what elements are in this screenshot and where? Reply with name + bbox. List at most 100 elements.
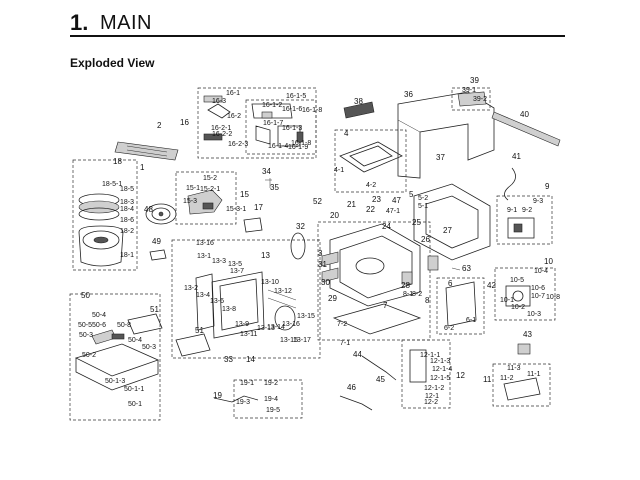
callout-label: 18-5 bbox=[120, 186, 134, 193]
callout-label: 8 bbox=[425, 296, 430, 305]
callout-label: 13-9 bbox=[235, 321, 249, 328]
callout-label: 11-3 bbox=[507, 365, 521, 372]
part-7-base bbox=[332, 303, 422, 335]
callout-label: 50-5 bbox=[78, 322, 92, 329]
callout-label: 13 bbox=[261, 251, 270, 260]
callout-label: 47 bbox=[392, 196, 401, 205]
box-9 bbox=[496, 195, 553, 245]
callout-label: 7-2 bbox=[337, 321, 347, 328]
callout-label: 9-3 bbox=[533, 198, 543, 205]
callout-label: 13-11 bbox=[240, 331, 257, 338]
box-16 bbox=[197, 87, 317, 159]
part-16-3 bbox=[203, 95, 223, 103]
callout-label: 3 bbox=[318, 249, 323, 258]
callout-label: 12-1-3 bbox=[430, 358, 450, 365]
callout-label: 51 bbox=[150, 305, 159, 314]
part-45-wire bbox=[361, 355, 397, 381]
callout-label: 16-1-9 bbox=[288, 144, 308, 151]
callout-label: 18-6 bbox=[120, 217, 134, 224]
callout-label: 16-2-3 bbox=[228, 141, 248, 148]
callout-label: 5-2 bbox=[418, 195, 428, 202]
callout-label: 13-13 bbox=[257, 325, 275, 332]
callout-label: 7-1 bbox=[340, 340, 350, 347]
callout-label: 16-1 bbox=[226, 90, 240, 97]
callout-label: 18-2 bbox=[120, 228, 134, 235]
callout-label: 10-7 bbox=[531, 293, 545, 300]
box-13 bbox=[171, 239, 321, 359]
callout-label: 15-3-1 bbox=[226, 206, 246, 213]
part-6 bbox=[445, 281, 477, 327]
callout-label: 16-1-8 bbox=[291, 140, 311, 147]
callout-label: 35 bbox=[270, 183, 279, 192]
callout-label: 16-1-8 bbox=[302, 107, 322, 114]
callout-label: 50-4 bbox=[92, 312, 106, 319]
part-28 bbox=[401, 271, 413, 285]
part-15 bbox=[187, 189, 223, 215]
part-51b bbox=[175, 333, 211, 357]
callout-label: 11 bbox=[483, 375, 492, 384]
callout-label: 39-1 bbox=[462, 87, 476, 94]
callout-label: 10-5 bbox=[510, 277, 524, 284]
part-5-frame bbox=[413, 183, 491, 261]
part-26 bbox=[427, 255, 439, 271]
callout-label: 21 bbox=[347, 200, 356, 209]
callout-label: 9-2 bbox=[522, 207, 532, 214]
callout-label: 50-3 bbox=[142, 344, 156, 351]
part-19-wire bbox=[213, 395, 259, 403]
part-40-bar bbox=[491, 111, 561, 147]
box-16-1 bbox=[245, 99, 317, 155]
callout-label: 28 bbox=[401, 281, 410, 290]
callout-label: 63 bbox=[462, 264, 471, 273]
callout-label: 43 bbox=[523, 330, 532, 339]
callout-label: 16-3 bbox=[212, 98, 226, 105]
callout-label: 34 bbox=[262, 167, 271, 176]
callout-label: 18-3 bbox=[120, 199, 134, 206]
callout-label: 6 bbox=[448, 279, 453, 288]
callout-label: 12-2 bbox=[424, 399, 438, 406]
callout-label: 50-4 bbox=[128, 337, 142, 344]
callout-label: 18-4 bbox=[120, 206, 134, 213]
callout-label: 40 bbox=[520, 110, 529, 119]
callout-label: 13-5 bbox=[228, 261, 242, 268]
callout-label: 19 bbox=[213, 391, 222, 400]
callout-label: 22 bbox=[366, 205, 375, 214]
callout-label: 16-2 bbox=[227, 113, 241, 120]
box-4 bbox=[334, 129, 407, 193]
part-32-ring bbox=[290, 232, 306, 260]
section-header: 1. MAIN bbox=[70, 10, 565, 37]
callout-label: 33 bbox=[224, 355, 233, 364]
section-title: MAIN bbox=[100, 12, 152, 34]
box-50 bbox=[69, 293, 161, 421]
callout-label: 10-4 bbox=[534, 268, 548, 275]
callout-label: 50-1 bbox=[128, 401, 142, 408]
callout-label: 4-1 bbox=[334, 167, 344, 174]
callout-label: 10 bbox=[544, 257, 553, 266]
part-4-bracket bbox=[339, 141, 403, 173]
callout-label: 42 bbox=[487, 281, 496, 290]
part-10 bbox=[505, 285, 531, 307]
callout-label: 10-2 bbox=[511, 304, 525, 311]
callout-label: 2 bbox=[157, 121, 162, 130]
part-17 bbox=[243, 217, 263, 233]
callout-label: 39 bbox=[470, 76, 479, 85]
callout-label: 10-8 bbox=[546, 294, 560, 301]
header-rule bbox=[70, 35, 565, 37]
callout-label: 12-1-4 bbox=[432, 366, 452, 373]
callout-label: 13-15 bbox=[297, 313, 315, 320]
section-number: 1. bbox=[70, 10, 89, 35]
callout-label: 51 bbox=[195, 326, 204, 335]
part-3-cavity bbox=[329, 223, 421, 307]
callout-label: 10-1 bbox=[500, 297, 514, 304]
part-41-cord bbox=[504, 167, 516, 201]
callout-label: 13-16 bbox=[282, 321, 300, 328]
callout-label: 14 bbox=[246, 355, 255, 364]
callout-label: 10-6 bbox=[531, 285, 545, 292]
part-43 bbox=[517, 343, 531, 355]
callout-label: 12-1 bbox=[425, 393, 439, 400]
part-9 bbox=[507, 217, 535, 239]
callout-label: 16-1-2 bbox=[262, 102, 282, 109]
box-10 bbox=[494, 267, 556, 321]
callout-label: 16-1-3 bbox=[282, 125, 302, 132]
callout-label: 1 bbox=[140, 163, 145, 172]
callout-label: 13-10 bbox=[261, 279, 279, 286]
